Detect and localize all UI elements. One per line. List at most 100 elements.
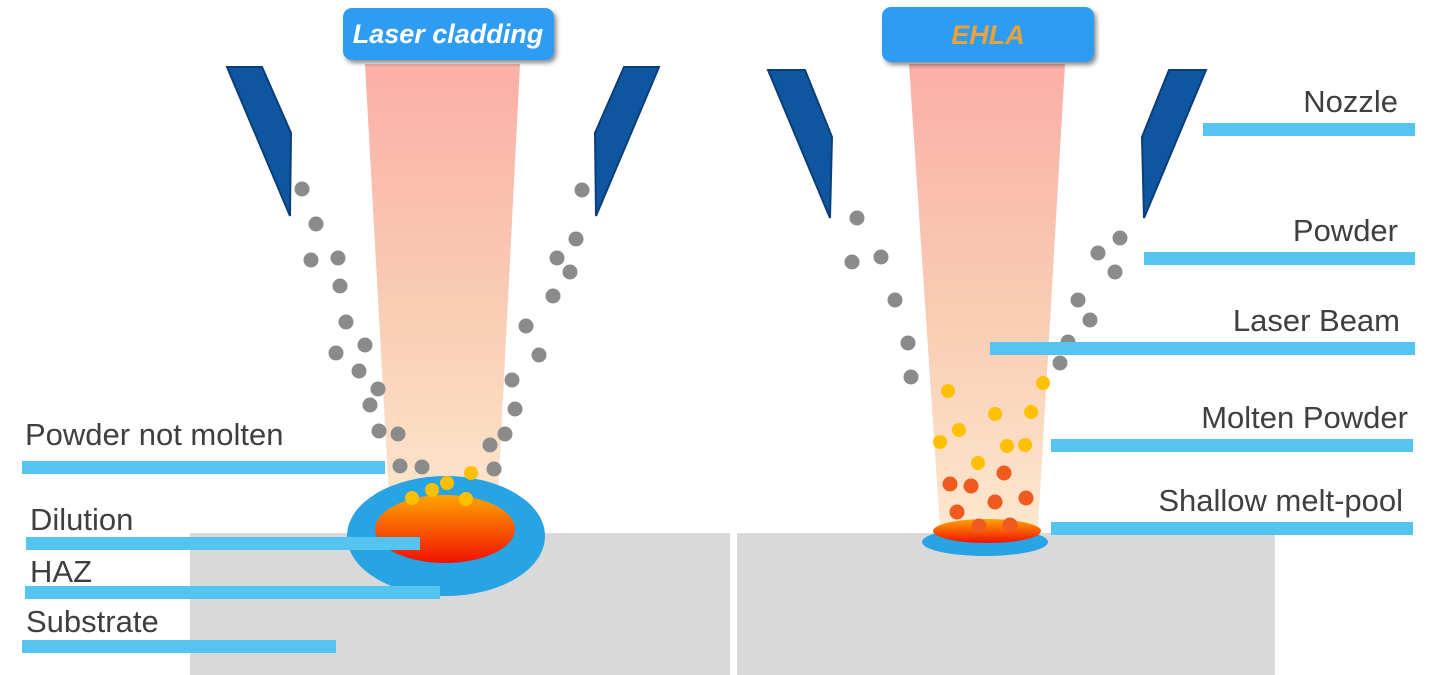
powder-particle-gray [531,347,547,363]
powder-particle-gray [294,181,310,197]
powder-particle-gray [849,210,865,226]
molten-particle-yellow [988,407,1002,421]
nozzle-left [766,69,834,219]
molten-particle-orange [942,476,958,492]
laser-beam-shape [909,64,1065,528]
molten-powder-yellow [933,376,1050,470]
label-powder-not-molten: Powder not molten [25,417,283,452]
molten-particle-yellow [971,456,985,470]
label-powder: Powder [1293,213,1398,248]
callout-bar-powder-not-molten [22,461,385,474]
powder-particle-gray [507,401,523,417]
molten-particle-orange [987,494,1003,510]
molten-particle-yellow [425,483,439,497]
callout-bar-haz [25,586,440,599]
powder-particle-gray [330,250,346,266]
powder-particle-gray [370,381,386,397]
powder-particle-gray [1052,355,1068,371]
label-haz: HAZ [30,554,92,589]
powder-particle-gray [351,363,367,379]
powder-particle-gray [504,372,520,388]
powder-particle-gray [497,426,513,442]
powder-particle-gray [903,369,919,385]
powder-particle-gray [362,397,378,413]
callout-bar-dilution [26,537,420,550]
powder-particle-gray [308,216,324,232]
molten-particle-orange [949,504,965,520]
molten-particle-yellow [1000,439,1014,453]
powder-particle-gray [887,292,903,308]
powder-particle-gray [1082,312,1098,328]
molten-particle-orange [1002,517,1018,533]
molten-particle-yellow [464,466,478,480]
powder-particle-gray [1070,292,1086,308]
molten-particle-orange [996,465,1012,481]
molten-particle-yellow [941,384,955,398]
molten-particle-orange [971,518,987,534]
callout-bar-nozzle [1203,123,1415,136]
label-shallow-melt-pool: Shallow melt-pool [1158,483,1403,518]
powder-particle-gray [1112,230,1128,246]
callout-bar-laser-beam [990,342,1415,355]
molten-particle-yellow [459,492,473,506]
label-dilution: Dilution [30,502,133,537]
powder-particle-gray [482,437,498,453]
molten-particle-yellow [933,435,947,449]
powder-particle-gray [486,461,502,477]
label-nozzle: Nozzle [1303,84,1398,119]
melt-pool-deep [375,495,515,563]
powder-particle-gray [873,249,889,265]
label-laser-beam: Laser Beam [1233,303,1400,338]
callout-bar-powder [1144,252,1415,265]
laser-cladding-title: Laser cladding [353,19,544,49]
powder-particle-gray [574,182,590,198]
callout-bar-molten-powder [1051,439,1413,452]
laser-cladding-panel: Powder not molten Dilution HAZ Substrate… [22,8,730,675]
powder-particle-gray [1107,264,1123,280]
powder-particle-gray [549,250,565,266]
molten-droplets [405,466,478,506]
molten-particle-orange [1018,490,1034,506]
powder-particle-gray [392,458,408,474]
powder-particle-gray [545,288,561,304]
powder-particle-gray [338,314,354,330]
nozzle-right [593,66,661,217]
molten-particle-yellow [1036,376,1050,390]
callout-bar-substrate [22,640,336,653]
ehla-title: EHLA [951,20,1025,50]
molten-particle-yellow [1018,438,1032,452]
powder-particle-gray [303,252,319,268]
laser-beam-shape [365,64,520,515]
powder-particle-gray [518,318,534,334]
substrate-block [737,533,1275,675]
nozzle-right [1140,69,1208,219]
molten-particle-yellow [952,423,966,437]
melt-pool-shallow [933,519,1041,543]
molten-powder-orange [942,465,1034,534]
powder-particle-gray [390,426,406,442]
callout-bar-shallow-melt-pool [1051,522,1413,535]
nozzle-left [225,66,293,217]
powder-particle-gray [844,254,860,270]
molten-particle-yellow [1024,405,1038,419]
powder-particle-gray [371,423,387,439]
powder-particle-gray [414,459,430,475]
molten-particle-orange [963,478,979,494]
label-molten-powder: Molten Powder [1201,400,1408,435]
powder-particle-gray [568,231,584,247]
powder-stream-left [294,181,430,475]
molten-particle-yellow [405,491,419,505]
ehla-badge [882,7,1094,62]
powder-particle-gray [562,264,578,280]
label-substrate: Substrate [26,604,159,639]
molten-particle-yellow [440,476,454,490]
powder-particle-gray [357,337,373,353]
powder-stream-right [482,182,590,477]
ehla-panel: Nozzle Powder Laser Beam Molten Powder S… [737,7,1415,675]
laser-cladding-badge [343,8,554,60]
powder-particle-gray [900,335,916,351]
powder-stream-left [844,210,919,385]
powder-particle-gray [328,345,344,361]
powder-particle-gray [1090,245,1106,261]
